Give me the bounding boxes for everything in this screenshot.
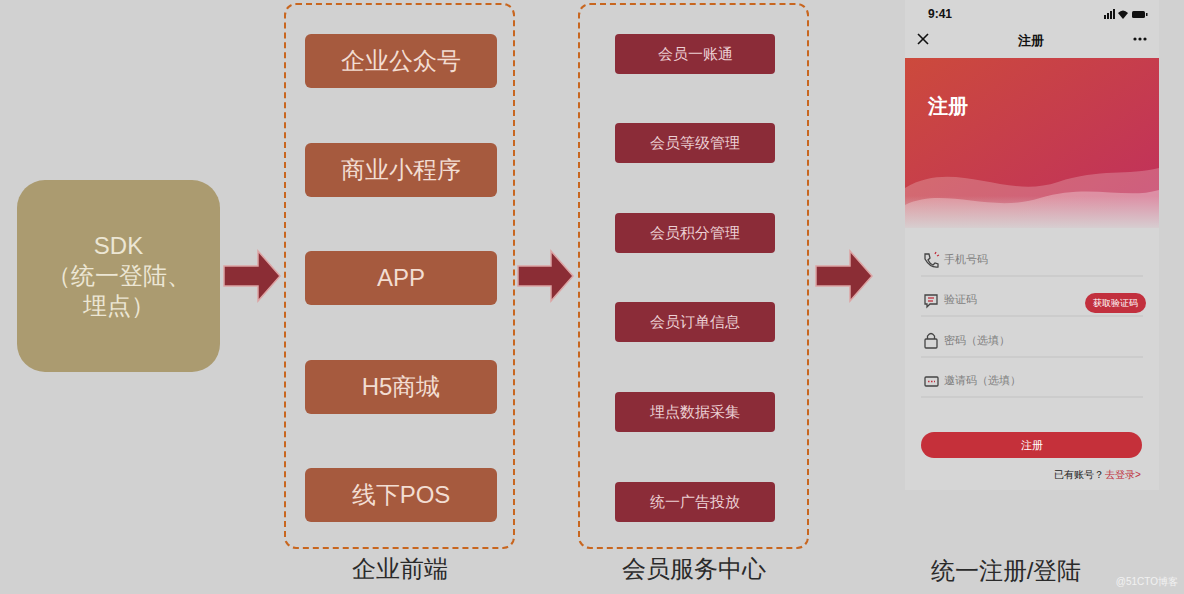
phone-icon-waves	[935, 252, 939, 256]
input-icons	[925, 252, 939, 386]
status-icons	[1104, 9, 1148, 19]
input-underline	[921, 397, 1143, 398]
box-label: 注册	[1021, 438, 1043, 453]
box-label: 埋点数据采集	[650, 403, 740, 422]
box-label: 统一广告投放	[650, 493, 740, 512]
frontend-box: APP	[305, 251, 497, 305]
service-box: 会员订单信息	[615, 302, 775, 342]
more-icon	[1133, 37, 1146, 40]
close-stroke	[918, 34, 928, 44]
phone-text: 邀请码（选填）	[944, 374, 1021, 387]
phone-mockup: 统一注册/登陆获取验证码注册	[905, 0, 1159, 490]
input-underline	[921, 276, 1143, 277]
signal-bar	[1110, 11, 1112, 19]
phone-icon	[925, 254, 938, 267]
sdk-box: SDK（统一登陆、埋点）	[17, 180, 220, 372]
phone-text: 验证码	[944, 293, 977, 306]
battery-tip	[1146, 13, 1148, 16]
service-box: 会员积分管理	[615, 213, 775, 253]
input-underline	[921, 357, 1143, 358]
phone-text: 已有账号？	[1054, 469, 1104, 481]
close-icon	[918, 34, 928, 44]
group-heading: 会员服务中心	[580, 555, 807, 583]
block-arrow	[816, 251, 872, 301]
box-label: 商业小程序	[341, 154, 461, 186]
phone-screen	[905, 0, 1159, 490]
box-label: 获取验证码	[1093, 297, 1138, 310]
battery-icon	[1132, 11, 1145, 18]
message-icon-line	[928, 297, 934, 298]
signal-bar	[1107, 13, 1109, 19]
service-box: 埋点数据采集	[615, 392, 775, 432]
box-label: APP	[377, 264, 425, 292]
box-label: 企业公众号	[341, 45, 461, 77]
lock-icon	[925, 339, 937, 348]
box-label: SDK	[94, 231, 143, 261]
phone-text: 密码（选填）	[944, 334, 1010, 347]
block-arrow	[224, 251, 280, 301]
block-arrow	[518, 251, 573, 301]
box-label: H5商城	[362, 371, 441, 403]
wifi-icon	[1118, 11, 1128, 20]
frontend-box: H5商城	[305, 360, 497, 414]
phone-text: 注册	[1018, 33, 1044, 49]
box-label: 会员等级管理	[650, 134, 740, 153]
phone-text: @51CTO博客	[1116, 576, 1178, 588]
box-label: （统一登陆、埋点）	[43, 261, 195, 321]
phone-text: 9:41	[928, 7, 952, 21]
close-stroke	[918, 34, 928, 44]
more-dot	[1138, 37, 1141, 40]
signal-bar	[1113, 9, 1115, 19]
box-label: 会员订单信息	[650, 313, 740, 332]
register-button: 注册	[921, 432, 1142, 458]
more-dot	[1143, 37, 1146, 40]
input-underline	[921, 316, 1143, 317]
keyboard-keys	[928, 381, 935, 382]
frontend-box: 线下POS	[305, 468, 497, 522]
box-label: 会员积分管理	[650, 224, 740, 243]
more-dot	[1133, 37, 1136, 40]
frontend-box: 企业公众号	[305, 34, 497, 88]
dashed-group: 会员服务中心会员一账通会员等级管理会员积分管理会员订单信息埋点数据采集统一广告投…	[578, 3, 809, 549]
lock-shackle	[928, 334, 935, 340]
message-icon	[925, 295, 937, 307]
phone-text: 注册	[928, 94, 968, 118]
service-box: 会员等级管理	[615, 123, 775, 163]
dashed-group: 企业前端企业公众号商业小程序APPH5商城线下POS	[284, 3, 515, 549]
phone-text: 手机号码	[944, 253, 988, 266]
message-icon-line	[928, 300, 933, 301]
frontend-box: 商业小程序	[305, 143, 497, 197]
phone-text: 去登录>	[1105, 469, 1141, 481]
service-box: 统一广告投放	[615, 482, 775, 522]
keyboard-icon	[925, 377, 938, 386]
box-label: 线下POS	[352, 479, 451, 511]
banner-fade	[905, 196, 1159, 232]
group-heading: 统一注册/登陆	[879, 557, 1133, 585]
code-button: 获取验证码	[1085, 293, 1146, 313]
box-label: 会员一账通	[658, 45, 733, 64]
service-box: 会员一账通	[615, 34, 775, 74]
signal-bar	[1104, 15, 1106, 19]
group-heading: 企业前端	[286, 555, 513, 583]
